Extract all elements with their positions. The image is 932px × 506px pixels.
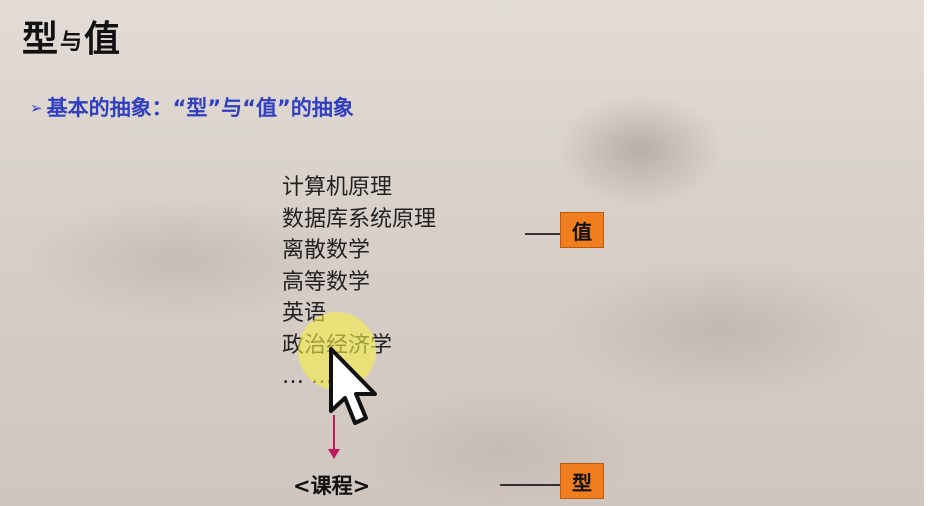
subtitle-text: 基本的抽象：“型”与“值”的抽象 (46, 96, 354, 120)
slide-subtitle: ➢基本的抽象：“型”与“值”的抽象 (30, 92, 354, 122)
list-item: 高等数学 (282, 269, 371, 295)
mouse-pointer-icon (325, 345, 385, 444)
arrow-head-icon (328, 449, 340, 459)
list-item: 计算机原理 (282, 175, 393, 200)
list-item: 离散数学 (282, 238, 371, 263)
bullet-icon: ➢ (30, 99, 43, 117)
type-label: <课程> (293, 474, 371, 498)
title-part2: 值 (84, 19, 121, 60)
type-connector-line (500, 484, 560, 486)
window-edge (924, 0, 932, 506)
down-arrow-icon (333, 415, 335, 453)
type-tag: 型 (560, 463, 604, 499)
slide-title: 型与值 (22, 10, 120, 62)
value-connector-line (525, 233, 560, 235)
title-connector: 与 (60, 30, 83, 55)
list-item: 数据库系统原理 (282, 206, 437, 232)
value-tag: 值 (560, 212, 604, 248)
title-part1: 型 (22, 19, 59, 60)
